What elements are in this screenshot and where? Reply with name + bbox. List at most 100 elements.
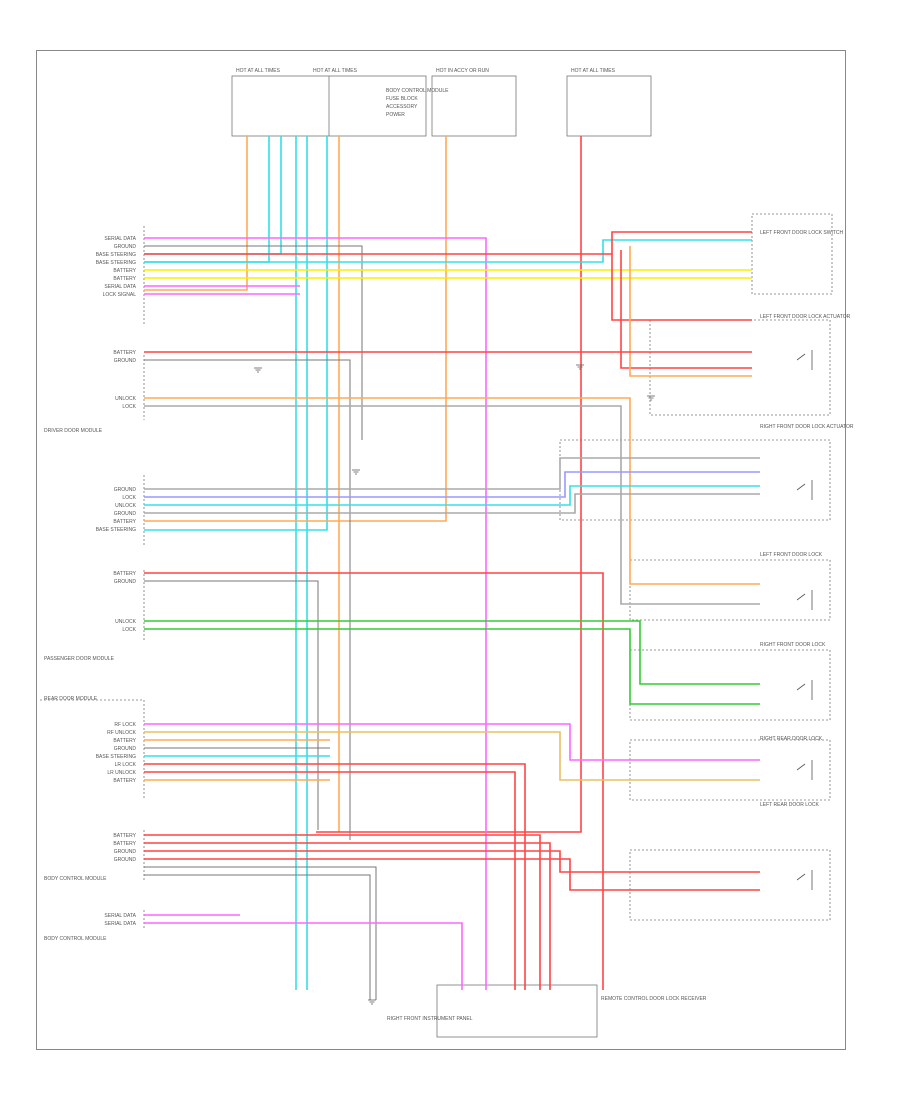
component-label-driver-door-lock-switch: LEFT FRONT DOOR LOCK SWITCH xyxy=(760,230,844,236)
pin-label: RF UNLOCK xyxy=(107,730,137,736)
pin-label: BASE STEERING xyxy=(96,252,136,258)
pin-label: LOCK xyxy=(122,495,136,501)
module-label: BODY CONTROL MODULE xyxy=(44,876,107,882)
ground-icon xyxy=(647,395,655,401)
wire-green-2 xyxy=(144,628,760,705)
component-label-right-rear-door-lock: RIGHT REAR DOOR LOCK xyxy=(760,736,823,742)
pin-label: GROUND xyxy=(114,358,137,364)
fuse-label: HOT AT ALL TIMES xyxy=(571,68,616,74)
wire-ground-bcm xyxy=(144,866,377,1000)
wire-cyan-2 xyxy=(144,136,282,255)
pin-label: UNLOCK xyxy=(115,503,137,509)
fuse-block-label: FUSE BLOCK xyxy=(386,96,418,102)
ground-icon xyxy=(368,999,376,1005)
pin-label: GROUND xyxy=(114,511,137,517)
wire-ground-2 xyxy=(144,359,351,840)
pin-label: LOCK SIGNAL xyxy=(103,292,137,298)
wire-red-rr2 xyxy=(144,771,516,990)
pin-label: UNLOCK xyxy=(115,619,137,625)
pin-label: GROUND xyxy=(114,857,137,863)
switch-icon xyxy=(796,680,813,700)
wire-gray-pass-2 xyxy=(144,493,760,514)
wire-ground-bcm2 xyxy=(144,874,371,1000)
wire-orange-3 xyxy=(144,136,447,522)
fuse-label: HOT AT ALL TIMES xyxy=(313,68,358,74)
pin-label: SERIAL DATA xyxy=(104,921,136,927)
pin-label: BATTERY xyxy=(113,778,136,784)
wire-cyan-1 xyxy=(144,136,270,263)
left-modules xyxy=(40,226,145,930)
fuse-block-label: POWER xyxy=(386,112,405,118)
remote-receiver-box xyxy=(436,984,598,1038)
pin-label: UNLOCK xyxy=(115,396,137,402)
fuse-block-2 xyxy=(431,75,517,137)
fuse-block-3 xyxy=(566,75,652,137)
component-label-left-front-lock-actuator: LEFT FRONT DOOR LOCK ACTUATOR xyxy=(760,314,851,320)
labels: HOT AT ALL TIMES HOT AT ALL TIMES HOT IN A… xyxy=(44,68,854,1022)
pin-label: LOCK xyxy=(122,404,136,410)
ground-icon xyxy=(352,469,360,475)
receiver-label: REMOTE CONTROL DOOR LOCK RECEIVER xyxy=(601,996,707,1002)
pin-label: BATTERY xyxy=(113,833,136,839)
pin-label: BATTERY xyxy=(113,350,136,356)
switch-icon xyxy=(796,590,813,610)
wire-purple-pass xyxy=(144,471,760,498)
pin-label: BATTERY xyxy=(113,276,136,282)
fuse-block-label: ACCESSORY xyxy=(386,104,418,110)
pin-label: LR LOCK xyxy=(115,762,137,768)
diagram-frame xyxy=(36,50,846,1050)
wire-gray-pass xyxy=(144,457,760,490)
wire-lock-gray xyxy=(144,405,760,605)
wire-pink-rr xyxy=(144,723,760,761)
wire-red-lrlock xyxy=(144,850,760,873)
wire-cyan-pass xyxy=(144,485,760,506)
wire-ground-1 xyxy=(144,245,363,440)
pin-label: BATTERY xyxy=(113,519,136,525)
pin-label: RF LOCK xyxy=(114,722,136,728)
pin-label: LOCK xyxy=(122,627,136,633)
module-label: PASSENGER DOOR MODULE xyxy=(44,656,115,662)
pin-label: BASE STEERING xyxy=(96,527,136,533)
ground-icon xyxy=(576,364,584,370)
wire-red-bcm xyxy=(144,834,541,990)
module-label: DRIVER DOOR MODULE xyxy=(44,428,103,434)
fuse-label: HOT AT ALL TIMES xyxy=(236,68,281,74)
component-label-right-front-lock-actuator: RIGHT FRONT DOOR LOCK ACTUATOR xyxy=(760,424,854,430)
switch-icon xyxy=(796,350,813,370)
wire-ground-3 xyxy=(144,580,319,830)
pin-label: BASE STEERING xyxy=(96,260,136,266)
wire-red-lrlock2 xyxy=(144,858,760,891)
pin-label: BASE STEERING xyxy=(96,754,136,760)
pin-label: GROUND xyxy=(114,487,137,493)
wire-red-bcm2 xyxy=(144,842,551,990)
wire-fuse1-battery xyxy=(144,136,248,291)
fuse-block-label: BODY CONTROL MODULE xyxy=(386,88,449,94)
wire-pink-serial xyxy=(144,237,487,990)
pin-label: GROUND xyxy=(114,579,137,585)
fuse-label: HOT IN ACCY OR RUN xyxy=(436,68,489,74)
switch-icon xyxy=(796,870,813,890)
fuse-block-group xyxy=(231,75,652,137)
wire-tan-rr xyxy=(144,731,760,781)
right-components xyxy=(436,213,833,1038)
component-label-left-front-door-lock: LEFT FRONT DOOR LOCK xyxy=(760,552,823,558)
ground-label: RIGHT FRONT INSTRUMENT PANEL xyxy=(387,1016,473,1022)
wire-green-1 xyxy=(144,620,760,685)
ground-icon xyxy=(254,367,262,373)
pin-label: BATTERY xyxy=(113,841,136,847)
component-label-right-front-door-lock: RIGHT FRONT DOOR LOCK xyxy=(760,642,826,648)
switch-icon xyxy=(796,480,813,500)
wire-red-rr xyxy=(144,763,526,990)
module-label: BODY CONTROL MODULE xyxy=(44,936,107,942)
wire-orange-lock xyxy=(629,246,752,377)
pin-label: LR UNLOCK xyxy=(107,770,136,776)
component-label-left-rear-door-lock: LEFT REAR DOOR LOCK xyxy=(760,802,819,808)
pin-label: GROUND xyxy=(114,849,137,855)
switch-icon xyxy=(796,760,813,780)
pin-label: BATTERY xyxy=(113,268,136,274)
wire-pink-serial-bcm2 xyxy=(144,922,463,990)
pin-label: SERIAL DATA xyxy=(104,913,136,919)
module-label: REAR DOOR MODULE xyxy=(44,696,98,702)
pin-label: BATTERY xyxy=(113,738,136,744)
